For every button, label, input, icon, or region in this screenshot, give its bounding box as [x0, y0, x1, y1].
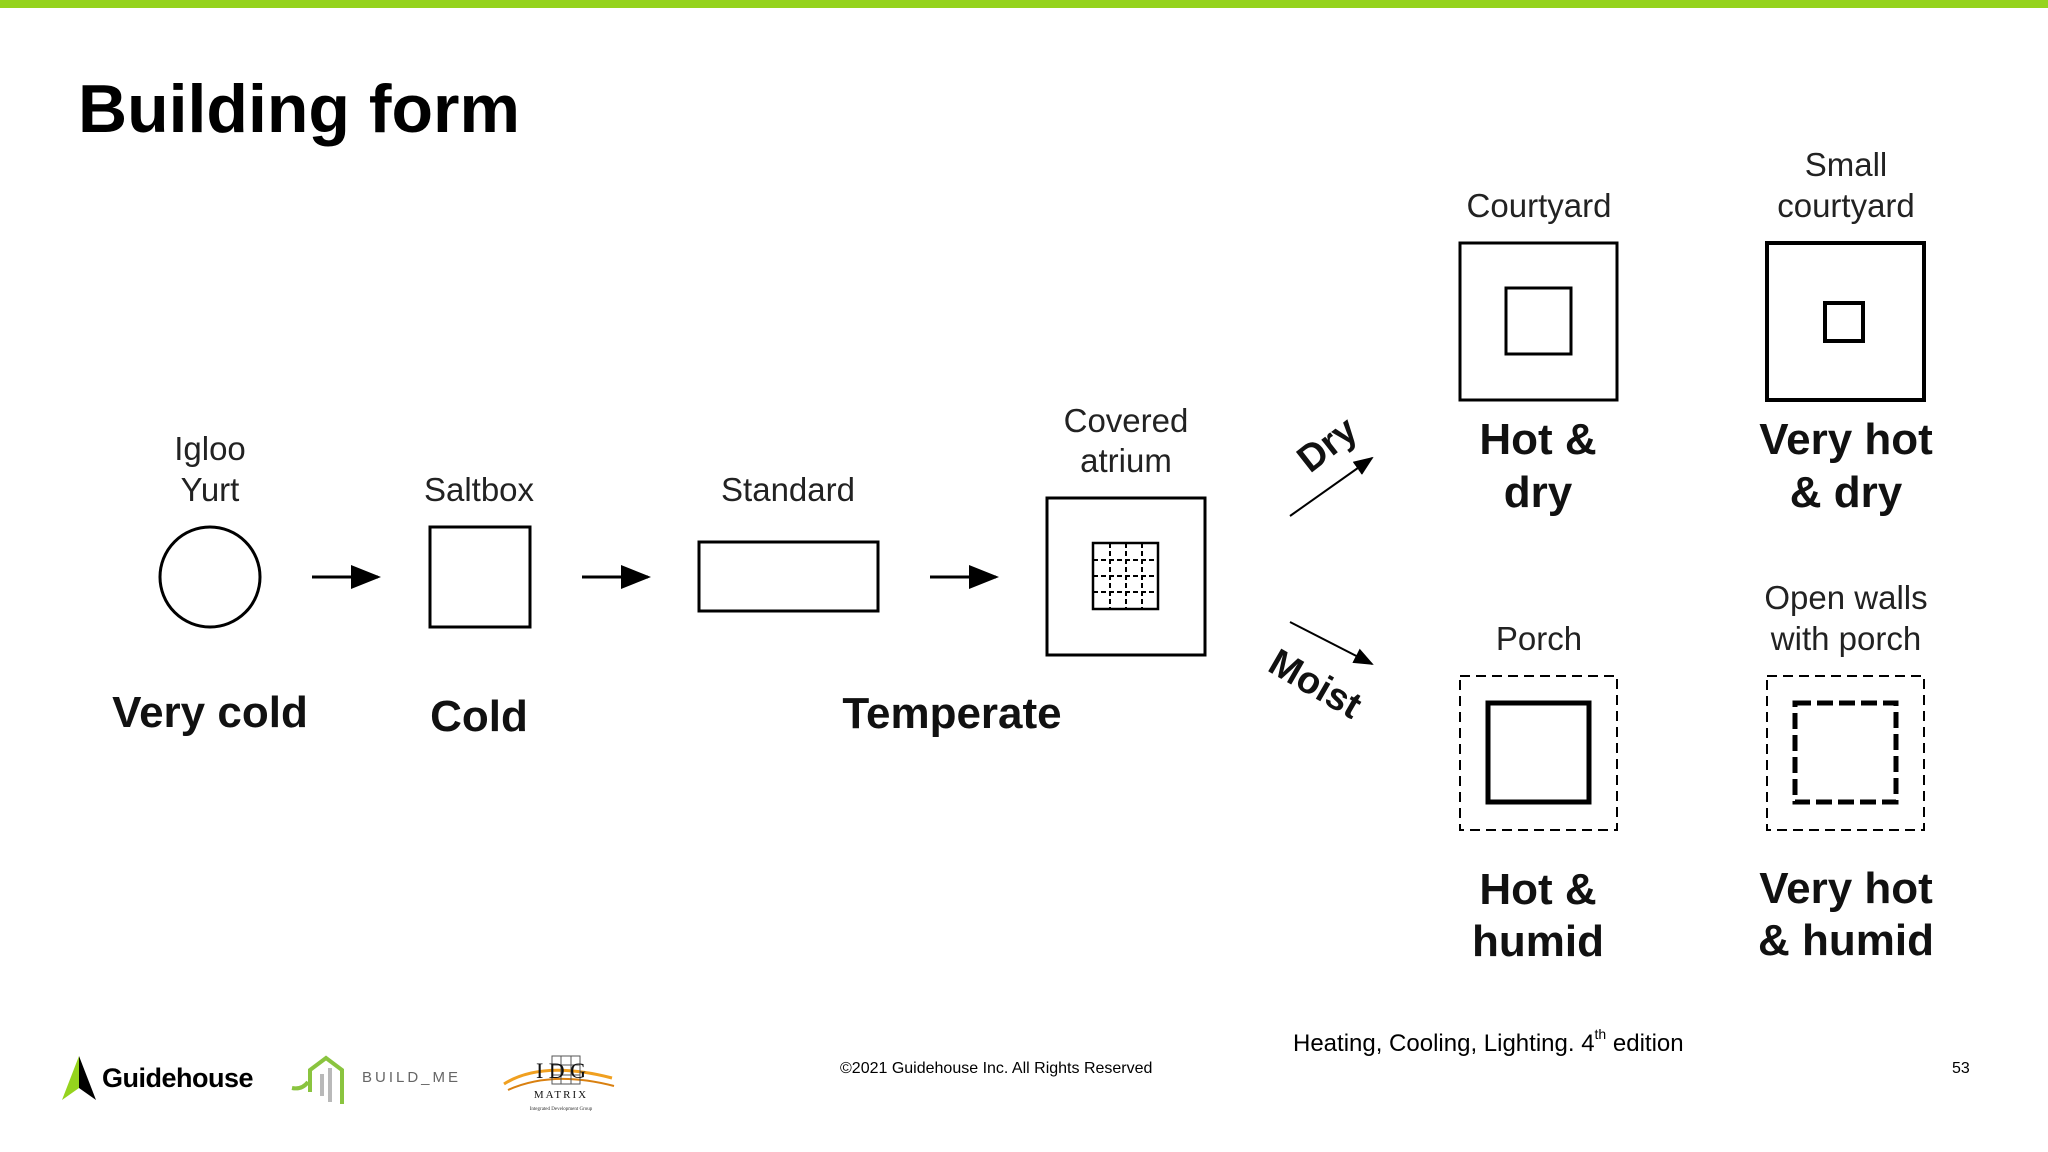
- courtyard-shape: [1458, 241, 1619, 402]
- climate-hot-dry-line1: Hot &: [1479, 415, 1596, 464]
- guidehouse-mark-icon: [62, 1056, 96, 1100]
- arrow-dry: [1289, 456, 1374, 517]
- idg-subtitle-text: Integrated Development Group: [530, 1107, 593, 1112]
- copyright-text: ©2021 Guidehouse Inc. All Rights Reserve…: [840, 1060, 1153, 1077]
- small-courtyard-label-line1: Small: [1805, 146, 1888, 183]
- climate-very-hot-dry-line1: Very hot: [1759, 415, 1933, 464]
- atrium-label: atrium: [1080, 442, 1172, 479]
- citation-end: edition: [1606, 1030, 1684, 1057]
- guidehouse-logo: Guidehouse: [60, 1052, 254, 1104]
- igloo-label: Igloo: [174, 430, 246, 467]
- climate-very-cold: Very cold: [112, 688, 308, 737]
- porch-shape: [1459, 675, 1618, 831]
- page-number: 53: [1952, 1060, 1970, 1077]
- idg-letters: I D G: [536, 1058, 586, 1083]
- saltbox-square-shape: [428, 525, 532, 629]
- saltbox-label: Saltbox: [424, 471, 535, 508]
- page-title: Building form: [78, 71, 520, 147]
- buildme-wordmark: BUILD_ME: [362, 1068, 462, 1086]
- arrow-moist: [1289, 621, 1374, 665]
- covered-label: Covered: [1064, 402, 1189, 439]
- source-citation: Heating, Cooling, Lighting. 4th edition: [1293, 1026, 1684, 1058]
- standard-rectangle-shape: [697, 540, 880, 613]
- open-walls-label-line2: with porch: [1770, 620, 1921, 657]
- climate-temperate: Temperate: [842, 689, 1061, 738]
- buildme-logo: BUILD_ME: [286, 1044, 461, 1110]
- climate-very-hot-dry-line2: & dry: [1790, 468, 1903, 517]
- yurt-label: Yurt: [181, 471, 240, 508]
- covered-atrium-shape: [1045, 496, 1207, 657]
- climate-hot-humid-line1: Hot &: [1479, 865, 1596, 914]
- climate-cold: Cold: [430, 692, 528, 741]
- igloo-circle-shape: [158, 525, 262, 629]
- standard-label: Standard: [721, 471, 855, 508]
- idg-matrix-text: MATRIX: [534, 1089, 588, 1101]
- idg-matrix-logo: I D G MATRIX Integrated Development Grou…: [503, 1055, 615, 1112]
- open-walls-label-line1: Open walls: [1764, 579, 1927, 616]
- courtyard-label: Courtyard: [1467, 187, 1612, 224]
- small-courtyard-shape: [1765, 241, 1926, 402]
- guidehouse-wordmark: Guidehouse: [102, 1062, 254, 1093]
- climate-hot-dry-line2: dry: [1504, 468, 1573, 517]
- citation-main: Heating, Cooling, Lighting. 4: [1293, 1030, 1595, 1057]
- buildme-house-icon: [291, 1055, 344, 1104]
- open-walls-shape: [1766, 675, 1925, 831]
- small-courtyard-label-line2: courtyard: [1777, 187, 1915, 224]
- climate-very-hot-humid-line2: & humid: [1758, 916, 1934, 965]
- climate-hot-humid-line2: humid: [1472, 917, 1604, 966]
- porch-label: Porch: [1496, 620, 1582, 657]
- climate-very-hot-humid-line1: Very hot: [1759, 864, 1933, 913]
- citation-superscript: th: [1594, 1026, 1607, 1042]
- top-accent-bar: [0, 0, 2048, 8]
